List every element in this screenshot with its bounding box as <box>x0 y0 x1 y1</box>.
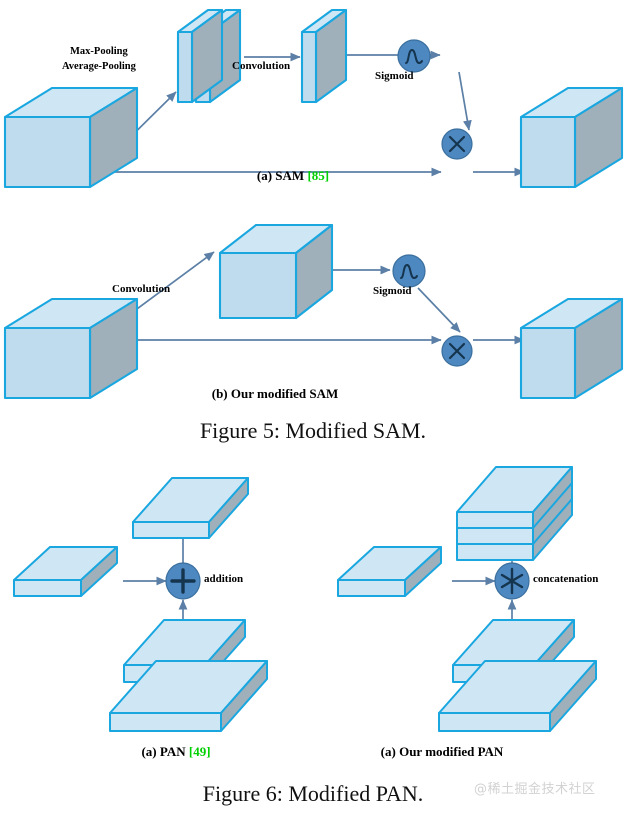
subcaption-sam-original-ref: [85] <box>307 168 330 183</box>
pan-b-bottom-slab-lower <box>438 660 597 732</box>
figure-5-caption: Figure 5: Modified SAM. <box>199 418 427 443</box>
sam-b-input-feature-cube <box>3 297 139 400</box>
subcaption-sam-modified: (b) Our modified SAM <box>212 386 339 402</box>
subcaption-pan-original: (a) PAN [49] <box>141 744 210 760</box>
pan-a-addition-node <box>165 562 201 600</box>
pan-b-output-stacked-block-top <box>456 466 573 561</box>
sam-b-multiply-node <box>441 335 473 367</box>
subcaption-sam-original-text: (a) SAM <box>256 168 305 183</box>
multiply-icon <box>448 135 466 153</box>
sam-a-multiply-node <box>441 128 473 160</box>
panel-sam-original <box>3 8 624 189</box>
label-max-pooling: Max-Pooling <box>70 46 128 57</box>
pan-b-concatenation-node <box>494 562 530 600</box>
label-addition: addition <box>204 573 244 585</box>
label-convolution-sam-a: Convolution <box>232 60 291 72</box>
plus-icon <box>170 568 196 594</box>
label-sigmoid-sam-b: Sigmoid <box>373 285 412 297</box>
panel-pan-modified <box>337 466 597 732</box>
subcaption-pan-original-text: (a) PAN <box>141 744 186 759</box>
sam-b-output-feature-cube <box>519 297 624 400</box>
sam-a-pooled-slab-pair <box>176 8 242 104</box>
multiply-icon <box>448 342 466 360</box>
asterisk-icon <box>500 567 524 595</box>
panel-sam-modified <box>3 223 624 400</box>
subcaption-sam-modified-text: (b) Our modified SAM <box>211 386 339 401</box>
subcaption-pan-modified: (a) Our modified PAN <box>381 744 504 760</box>
figure-6-caption: Figure 6: Modified PAN. <box>202 781 424 806</box>
sigmoid-curve-icon <box>405 48 423 65</box>
subcaption-pan-original-ref: [49] <box>188 744 211 759</box>
sam-b-sigmoid-node <box>392 254 426 288</box>
sam-a-output-feature-cube <box>519 86 624 189</box>
sam-a-sigmoid-node <box>397 39 431 73</box>
arrow-sigmoid-to-multiply <box>417 287 461 333</box>
sam-b-convolved-feature-cube <box>218 223 334 320</box>
sam-a-convolved-slab <box>300 8 348 104</box>
label-convolution-sam-b: Convolution <box>112 283 171 295</box>
stack-divider-side-1 <box>532 482 573 529</box>
sam-a-input-feature-cube <box>3 86 139 189</box>
label-concatenation: concatenation <box>533 573 599 585</box>
pan-a-output-slab-top <box>132 477 249 539</box>
pan-b-lateral-slab-left <box>337 546 442 597</box>
pan-b-bottom-slab-upper <box>452 619 575 683</box>
sigmoid-curve-icon <box>400 263 418 280</box>
watermark-text: @稀土掘金技术社区 <box>474 782 596 797</box>
label-average-pooling: Average-Pooling <box>62 61 136 72</box>
sam-a-arrows <box>94 50 525 177</box>
subcaption-sam-original: (a) SAM [85] <box>257 168 329 184</box>
subcaption-pan-modified-text: (a) Our modified PAN <box>380 744 504 759</box>
arrow-sigmoid-to-multiply <box>458 71 472 131</box>
pan-a-bottom-slab-lower <box>109 660 268 732</box>
pan-a-lateral-slab-left <box>13 546 118 597</box>
label-sigmoid-sam-a: Sigmoid <box>375 70 414 82</box>
stack-divider-side-2 <box>532 498 573 545</box>
panel-pan-original <box>13 477 268 732</box>
